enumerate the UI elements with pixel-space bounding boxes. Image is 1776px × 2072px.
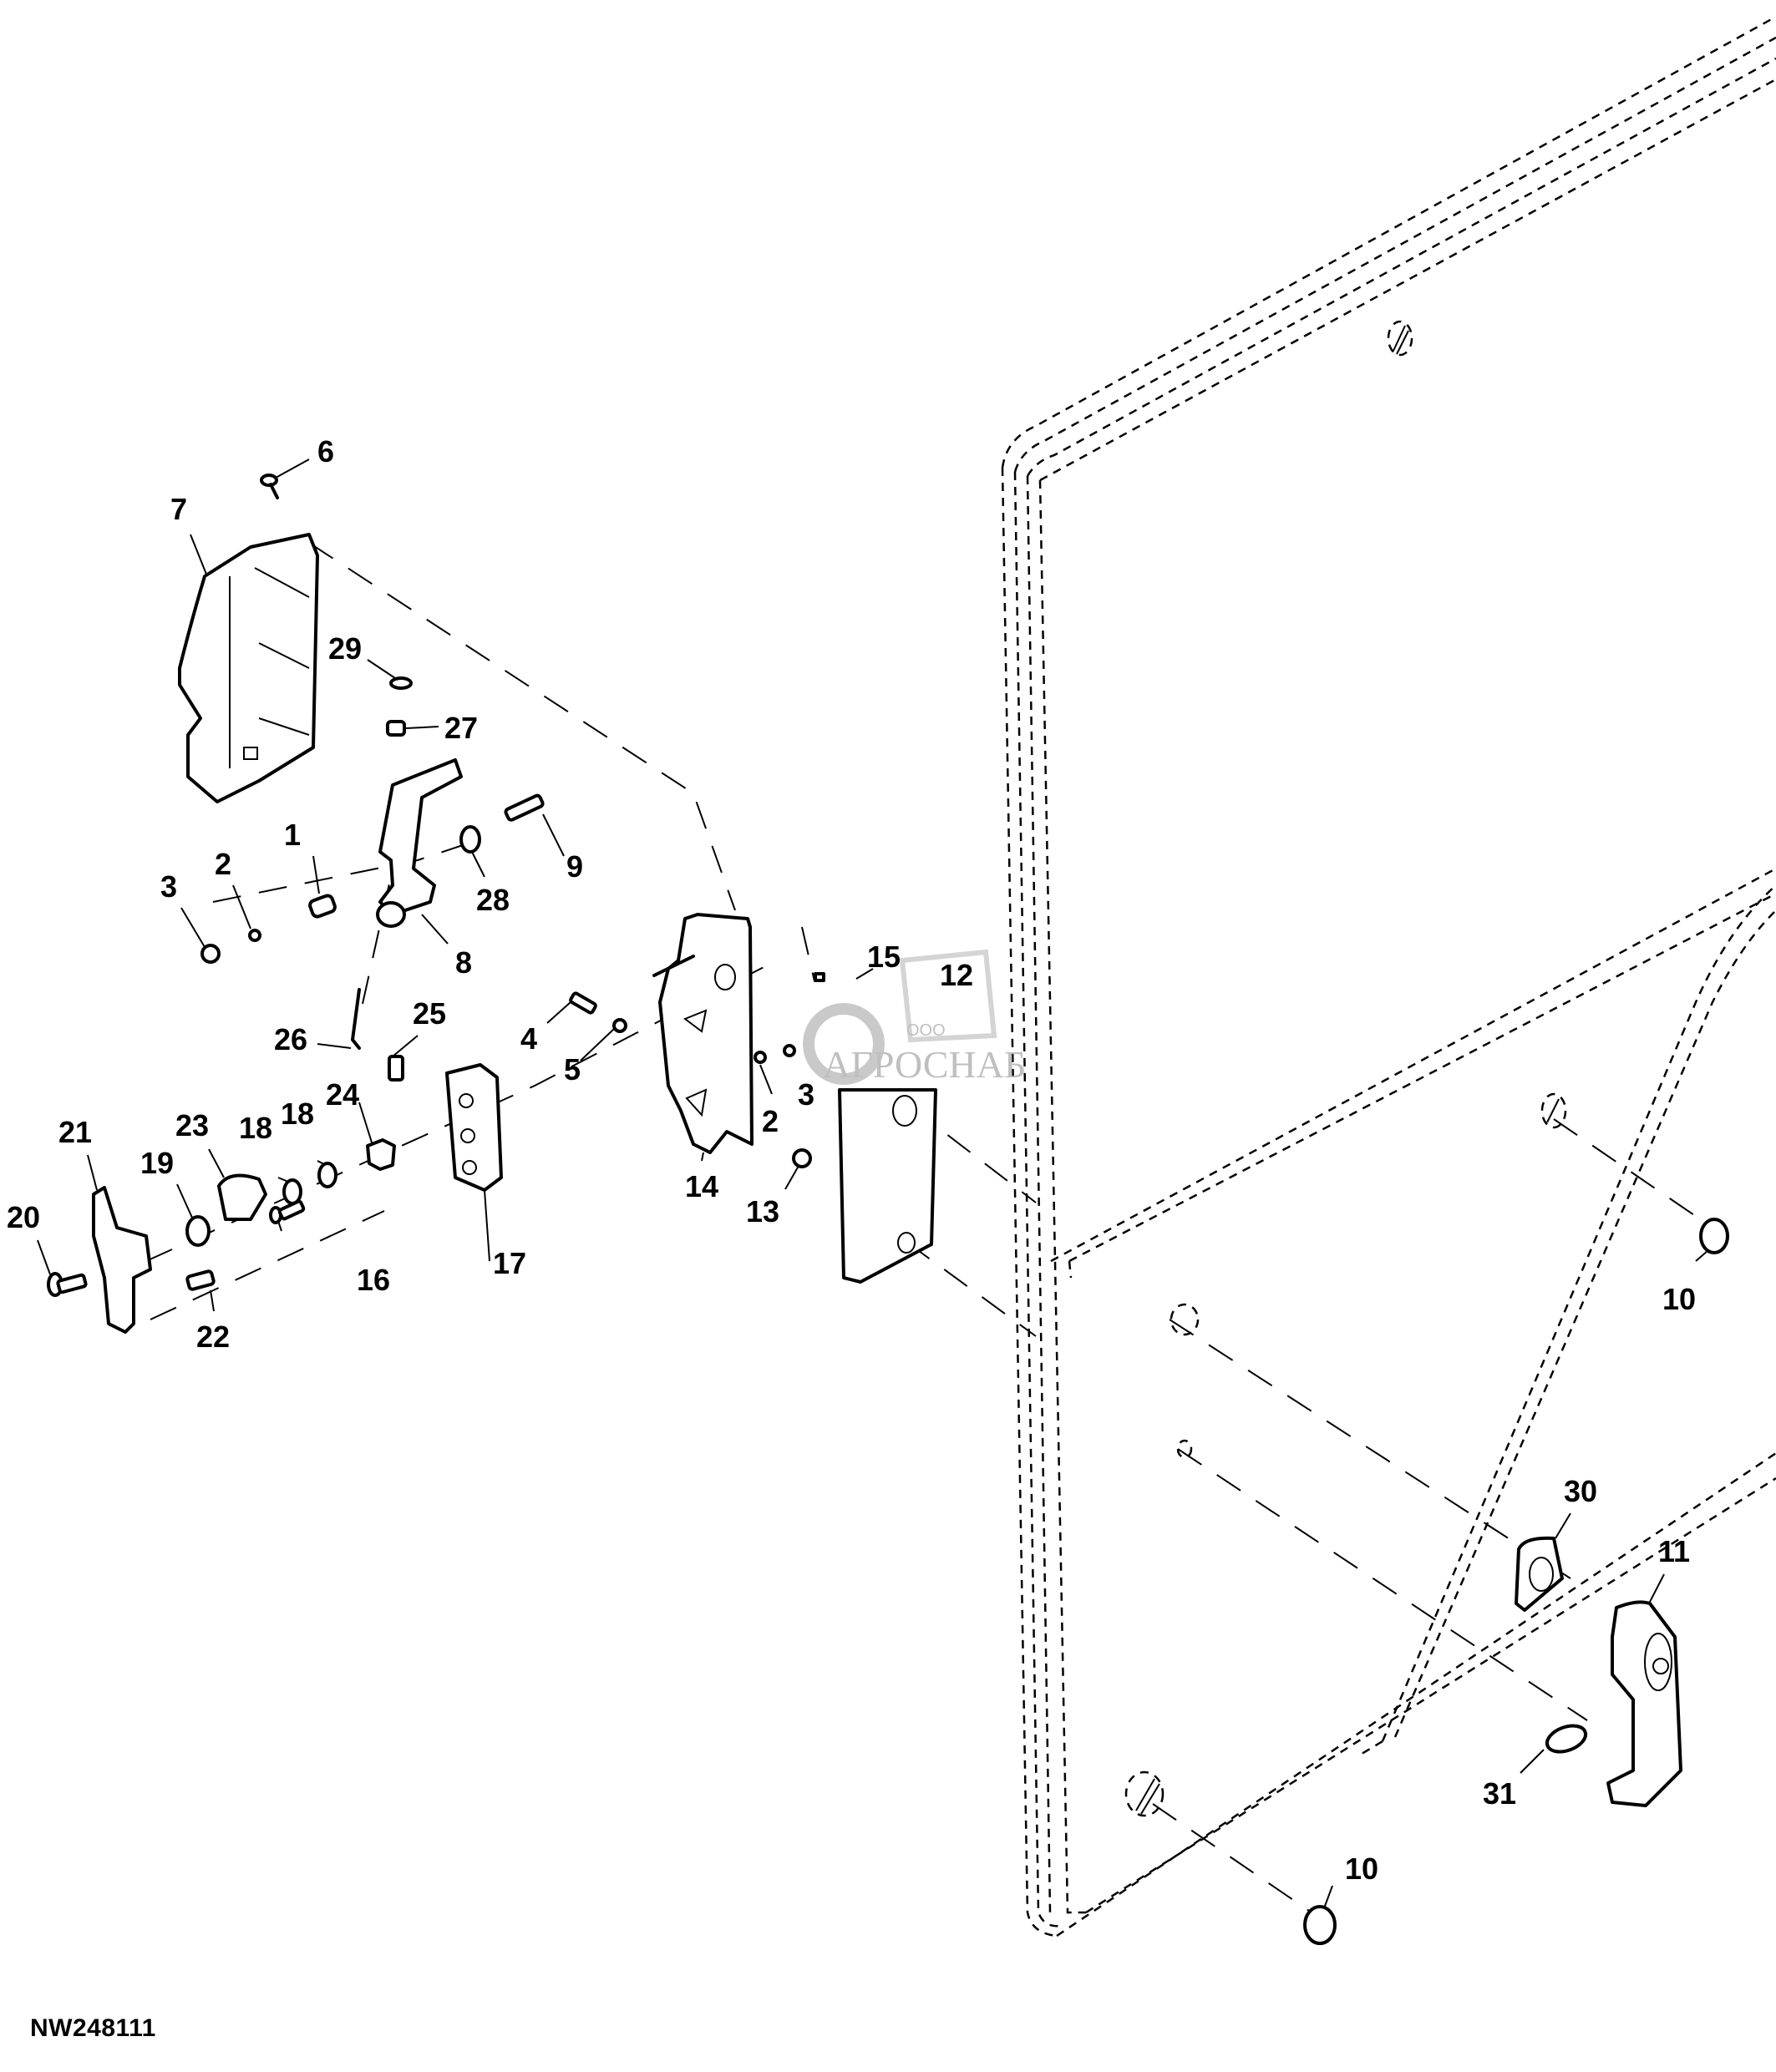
- washer-part-19[interactable]: [185, 1215, 211, 1247]
- callout-7[interactable]: 7: [170, 492, 187, 526]
- screw-part-16[interactable]: [269, 1199, 306, 1224]
- washer-part-28[interactable]: [459, 825, 481, 854]
- latch-bracket-part[interactable]: [652, 913, 754, 1154]
- screw-part-6[interactable]: [260, 474, 279, 499]
- lock-washer-part-2b[interactable]: [754, 1051, 767, 1064]
- callout-5[interactable]: 5: [564, 1052, 581, 1087]
- callout-1[interactable]: 1: [284, 818, 301, 852]
- handle-cover-part[interactable]: [178, 533, 319, 803]
- door-boss-low: [1176, 1439, 1193, 1459]
- escutcheon-part-30[interactable]: [1515, 1536, 1564, 1612]
- shoulder-nut-part-24[interactable]: [366, 1138, 396, 1171]
- callout-14[interactable]: 14: [685, 1169, 718, 1203]
- callout-2b[interactable]: 2: [762, 1104, 779, 1138]
- striker-bracket-part[interactable]: [92, 1186, 152, 1334]
- callout-29[interactable]: 29: [328, 631, 362, 666]
- assembly-axes: [145, 542, 1713, 1913]
- callout-27[interactable]: 27: [444, 711, 478, 745]
- callout-9[interactable]: 9: [566, 849, 583, 884]
- cam-part-23[interactable]: [217, 1173, 267, 1221]
- callout-13[interactable]: 13: [746, 1194, 779, 1229]
- bushing-part-1[interactable]: [308, 894, 337, 919]
- lever-part[interactable]: [376, 758, 463, 928]
- clip-part-25[interactable]: [388, 1055, 404, 1082]
- cap-screw-part-22[interactable]: [185, 1269, 216, 1291]
- nut-part-3b[interactable]: [783, 1044, 796, 1057]
- cap-part-10b[interactable]: [1303, 1905, 1337, 1945]
- lock-washer-part-2a[interactable]: [248, 929, 261, 942]
- door-boss-top: [1387, 320, 1413, 357]
- callout-3a[interactable]: 3: [160, 869, 177, 904]
- leader-lines: [37, 458, 1709, 1909]
- callout-10a[interactable]: 10: [1662, 1282, 1696, 1316]
- grommet-part-31[interactable]: [1544, 1721, 1590, 1757]
- callout-12[interactable]: 12: [940, 958, 973, 992]
- watermark-prefix: ООО: [906, 1021, 946, 1040]
- callout-30[interactable]: 30: [1564, 1474, 1597, 1508]
- spacer-part-13[interactable]: [792, 1148, 812, 1168]
- cap-part-10a[interactable]: [1699, 1218, 1729, 1254]
- bolt-part-4[interactable]: [569, 991, 597, 1015]
- callout-20[interactable]: 20: [7, 1200, 40, 1234]
- callout-3b[interactable]: 3: [798, 1077, 814, 1112]
- latch-part[interactable]: [445, 1063, 503, 1192]
- callout-4[interactable]: 4: [520, 1021, 537, 1056]
- callout-17[interactable]: 17: [493, 1246, 526, 1280]
- nut-part-27[interactable]: [386, 720, 406, 737]
- pin-part-15[interactable]: [814, 972, 825, 982]
- callout-11[interactable]: 11: [1658, 1534, 1690, 1568]
- callout-6[interactable]: 6: [317, 434, 334, 469]
- callout-18b[interactable]: 18: [281, 1097, 314, 1131]
- washer-part-18b[interactable]: [317, 1162, 337, 1188]
- callout-10b[interactable]: 10: [1345, 1852, 1378, 1886]
- callout-18a[interactable]: 18: [239, 1111, 272, 1145]
- door-boss-bottom: [1124, 1771, 1165, 1817]
- inside-handle-part[interactable]: [1606, 1600, 1682, 1807]
- callout-15[interactable]: 15: [867, 940, 901, 974]
- callout-labels: 6 7 29 27 1 2 3 9 28 8 26 25 4 5 15 12 3…: [7, 434, 1696, 1886]
- callout-2a[interactable]: 2: [215, 847, 231, 881]
- door-frame: [1001, 15, 1776, 1938]
- door-boss-right: [1540, 1092, 1567, 1129]
- callout-28[interactable]: 28: [476, 883, 510, 917]
- callout-23[interactable]: 23: [175, 1108, 209, 1142]
- watermark-logo: ООО АГРОСНАБ: [803, 949, 1026, 1086]
- callout-16[interactable]: 16: [357, 1263, 390, 1297]
- callout-24[interactable]: 24: [326, 1077, 359, 1112]
- nut-part-5[interactable]: [612, 1018, 627, 1033]
- callout-8[interactable]: 8: [455, 945, 472, 980]
- watermark-brand: АГРОСНАБ: [823, 1043, 1026, 1086]
- door-boss-mid: [1170, 1303, 1200, 1336]
- callout-21[interactable]: 21: [58, 1115, 92, 1149]
- callout-25[interactable]: 25: [413, 996, 446, 1031]
- washer-part-29[interactable]: [389, 676, 413, 690]
- callout-26[interactable]: 26: [274, 1022, 307, 1056]
- callout-19[interactable]: 19: [140, 1146, 174, 1180]
- nut-part-3a[interactable]: [200, 944, 221, 964]
- callout-31[interactable]: 31: [1483, 1776, 1516, 1811]
- screw-part-20[interactable]: [47, 1272, 88, 1297]
- bolt-part-9[interactable]: [504, 793, 545, 822]
- plate-part-12[interactable]: [838, 1088, 937, 1284]
- callout-22[interactable]: 22: [196, 1320, 230, 1354]
- figure-id: NW248111: [30, 2014, 156, 2042]
- rod-part-26[interactable]: [351, 988, 361, 1050]
